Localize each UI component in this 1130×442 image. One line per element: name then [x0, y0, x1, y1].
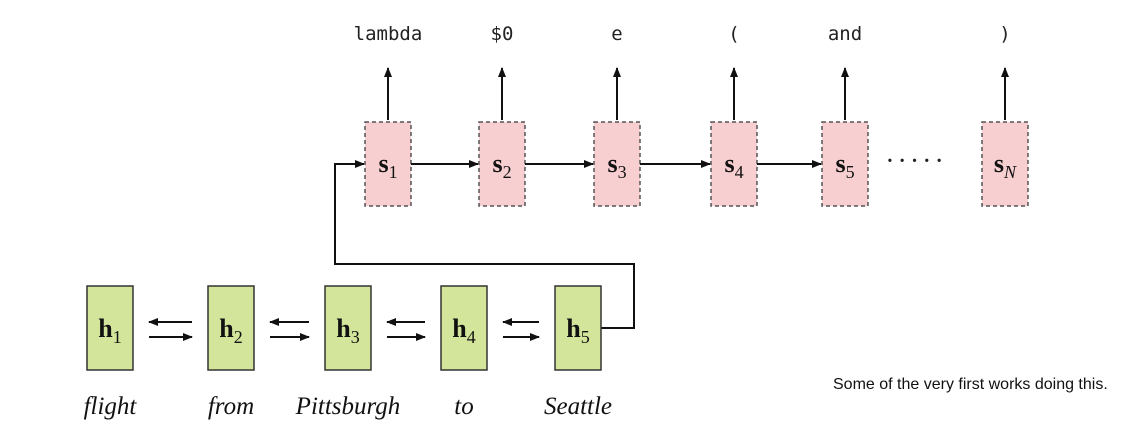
output-tokens: lambda $0 e ( and) — [354, 23, 1011, 120]
encoder-state-box — [207, 285, 255, 371]
output-token: ) — [999, 23, 1010, 45]
encoder-to-decoder-connector — [334, 160, 635, 329]
output-token: and — [828, 23, 862, 45]
decoder-state-label: s2 — [492, 149, 511, 182]
decoder-state-label: s5 — [835, 149, 854, 182]
output-token: ( — [728, 23, 739, 45]
encoder-state-box — [440, 285, 488, 371]
decoder-state-label: s4 — [724, 149, 743, 182]
encoder-state-box — [554, 285, 602, 371]
decoder-state-label: sN — [994, 149, 1017, 182]
encoder-state-label: h5 — [566, 314, 589, 347]
input-word: flight — [84, 393, 138, 420]
input-word: Pittsburgh — [295, 393, 401, 420]
output-token: $0 — [491, 23, 514, 45]
encoder-state-label: h1 — [98, 314, 121, 347]
encoder-state-label: h3 — [336, 314, 359, 347]
ellipsis: ····· — [885, 146, 947, 177]
encoder-state-box — [86, 285, 134, 371]
input-word: Seattle — [544, 393, 612, 420]
decoder-state-label: s3 — [607, 149, 626, 182]
input-word: to — [454, 393, 473, 420]
decoder-state-box — [710, 121, 758, 207]
encoder-states: h1 h2 h3 h4 h5 — [86, 285, 602, 371]
decoder-state-label: s1 — [378, 149, 397, 182]
input-word: from — [208, 393, 254, 420]
output-token: e — [611, 23, 622, 45]
encoder-state-label: h4 — [452, 314, 475, 347]
decoder-states: s1 s2 s3 s4 s5 sN ····· — [364, 121, 1029, 207]
output-token: lambda — [354, 23, 423, 45]
input-words: flight from Pittsburgh to Seattle — [84, 393, 612, 420]
decoder-state-box — [478, 121, 526, 207]
decoder-state-box — [821, 121, 869, 207]
encoder-state-label: h2 — [219, 314, 242, 347]
connectors — [334, 160, 635, 329]
decoder-state-box — [981, 121, 1029, 207]
side-note: Some of the very first works doing this. — [833, 376, 1108, 393]
encoder-state-box — [324, 285, 372, 371]
